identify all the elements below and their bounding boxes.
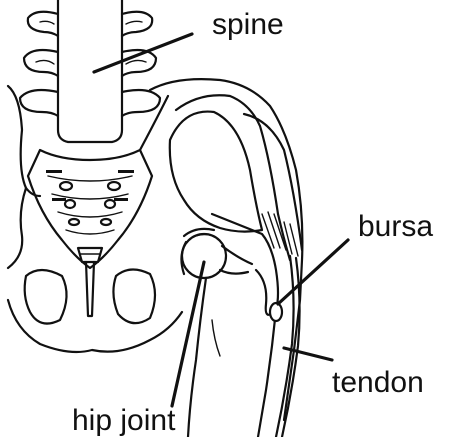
hip-femur-illustration — [150, 79, 302, 437]
spine-illustration — [20, 0, 160, 142]
bursa-leader-line — [278, 240, 348, 304]
tendon-label: tendon — [332, 366, 424, 399]
bursa-label: bursa — [358, 210, 433, 243]
pelvis-illustration — [8, 86, 182, 352]
spine-leader-line — [94, 34, 192, 72]
hip-joint-label: hip joint — [72, 404, 176, 437]
spine-label: spine — [212, 8, 284, 41]
